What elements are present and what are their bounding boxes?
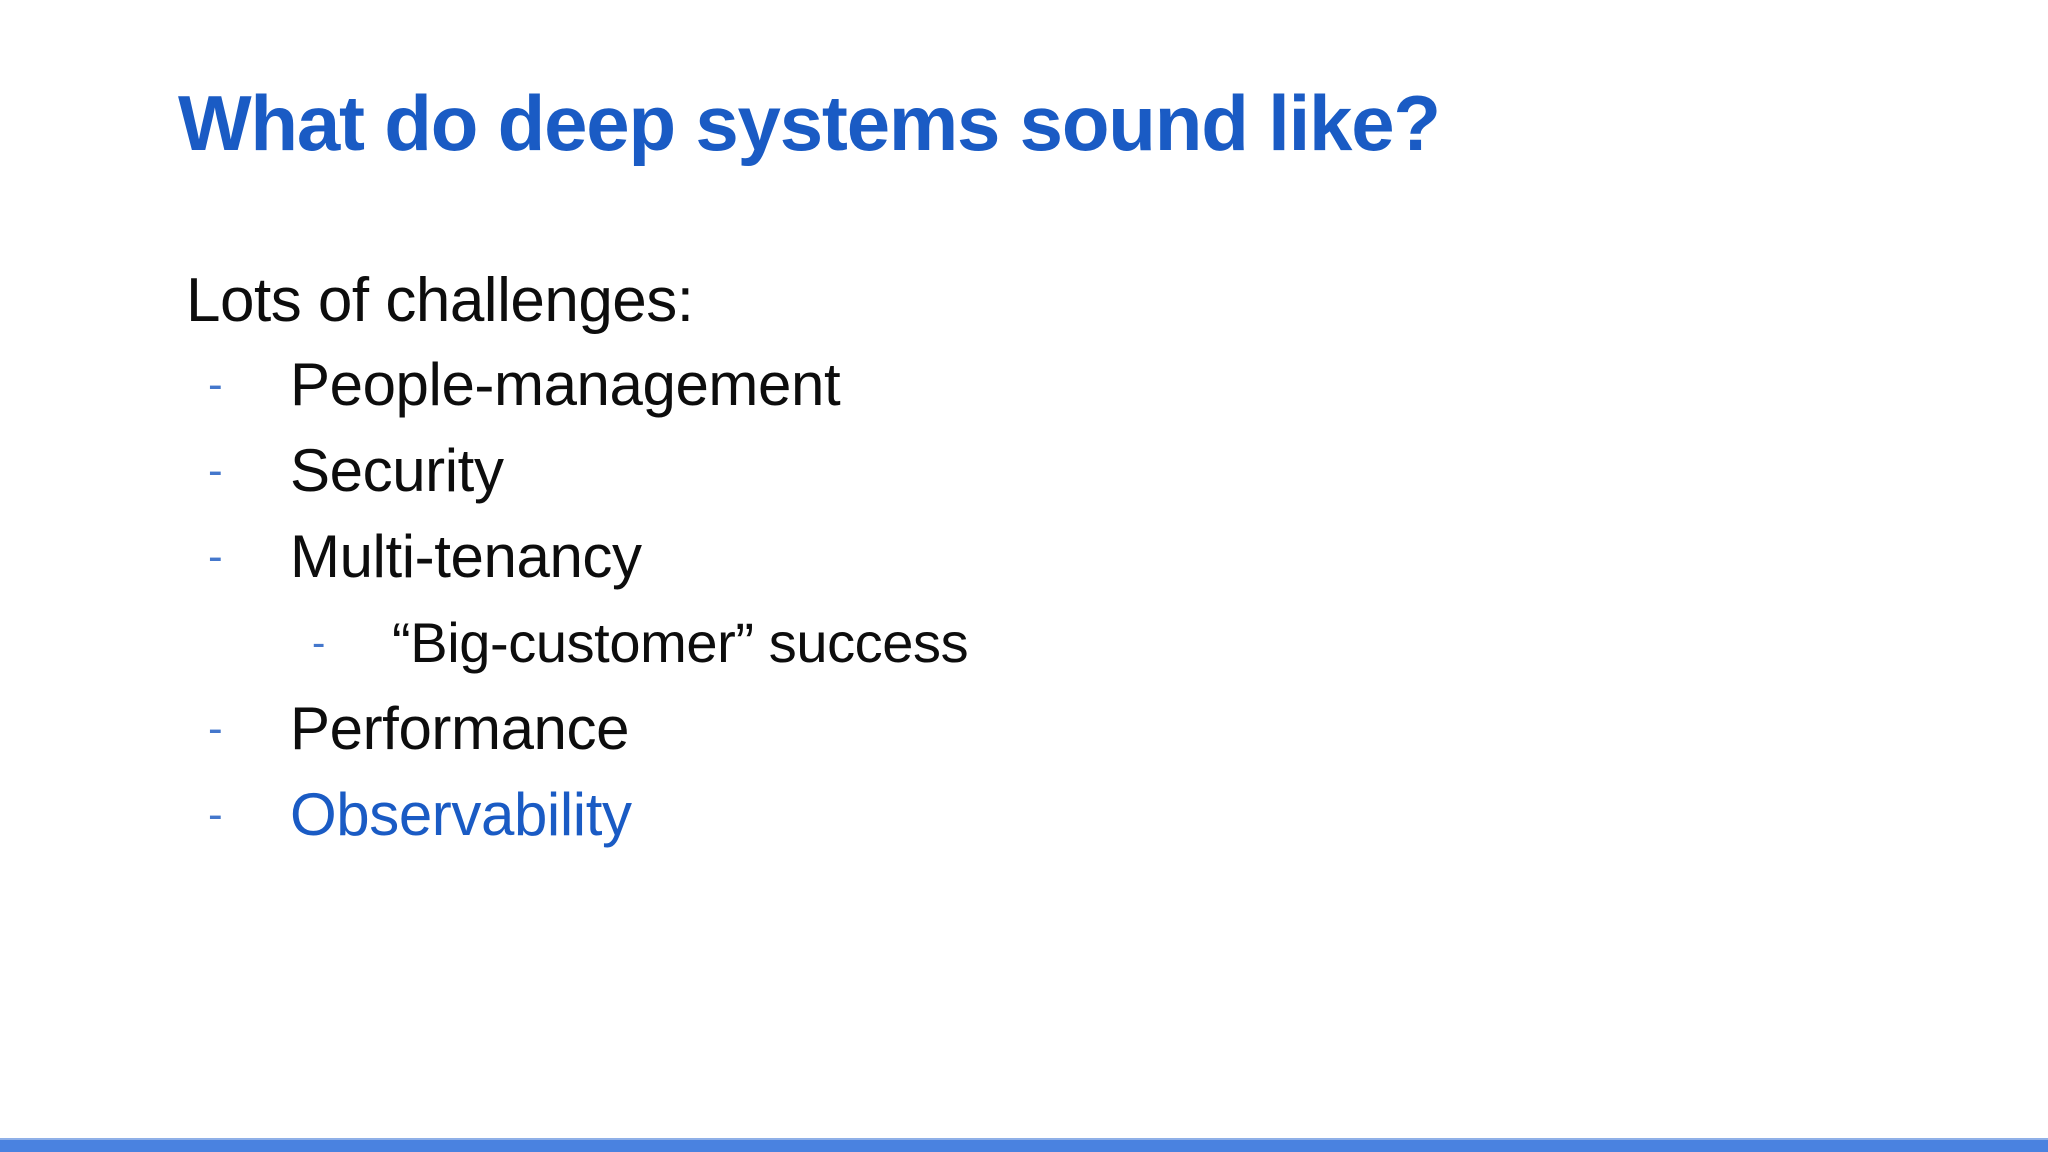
dash-bullet-icon: - (312, 621, 325, 665)
bottom-accent-hairline (0, 1138, 2048, 1140)
list-item-observability: - Observability (0, 772, 2048, 858)
list-item: - Security (0, 428, 2048, 514)
list-item: - People-management (0, 342, 2048, 428)
list-item-label: Security (290, 437, 504, 504)
bottom-accent-bar (0, 1140, 2048, 1152)
dash-bullet-icon: - (208, 532, 223, 581)
list-item-label: Performance (290, 695, 630, 762)
list-item: - Multi-tenancy (0, 514, 2048, 600)
slide-body: Lots of challenges: - People-management … (0, 270, 2048, 858)
dash-bullet-icon: - (208, 704, 223, 753)
list-item-label: Multi-tenancy (290, 523, 642, 590)
page-title: What do deep systems sound like? (178, 79, 1441, 168)
sub-list-item: - “Big-customer” success (0, 600, 2048, 686)
sub-list-item-label: “Big-customer” success (392, 611, 969, 674)
challenges-list: - People-management - Security - Multi-t… (0, 342, 2048, 858)
dash-bullet-icon: - (208, 790, 223, 839)
list-item: - Performance (0, 686, 2048, 772)
dash-bullet-icon: - (208, 360, 223, 409)
lead-text: Lots of challenges: (186, 266, 694, 335)
list-item-label: People-management (290, 351, 841, 418)
dash-bullet-icon: - (208, 446, 223, 495)
list-item-label: Observability (290, 781, 632, 848)
